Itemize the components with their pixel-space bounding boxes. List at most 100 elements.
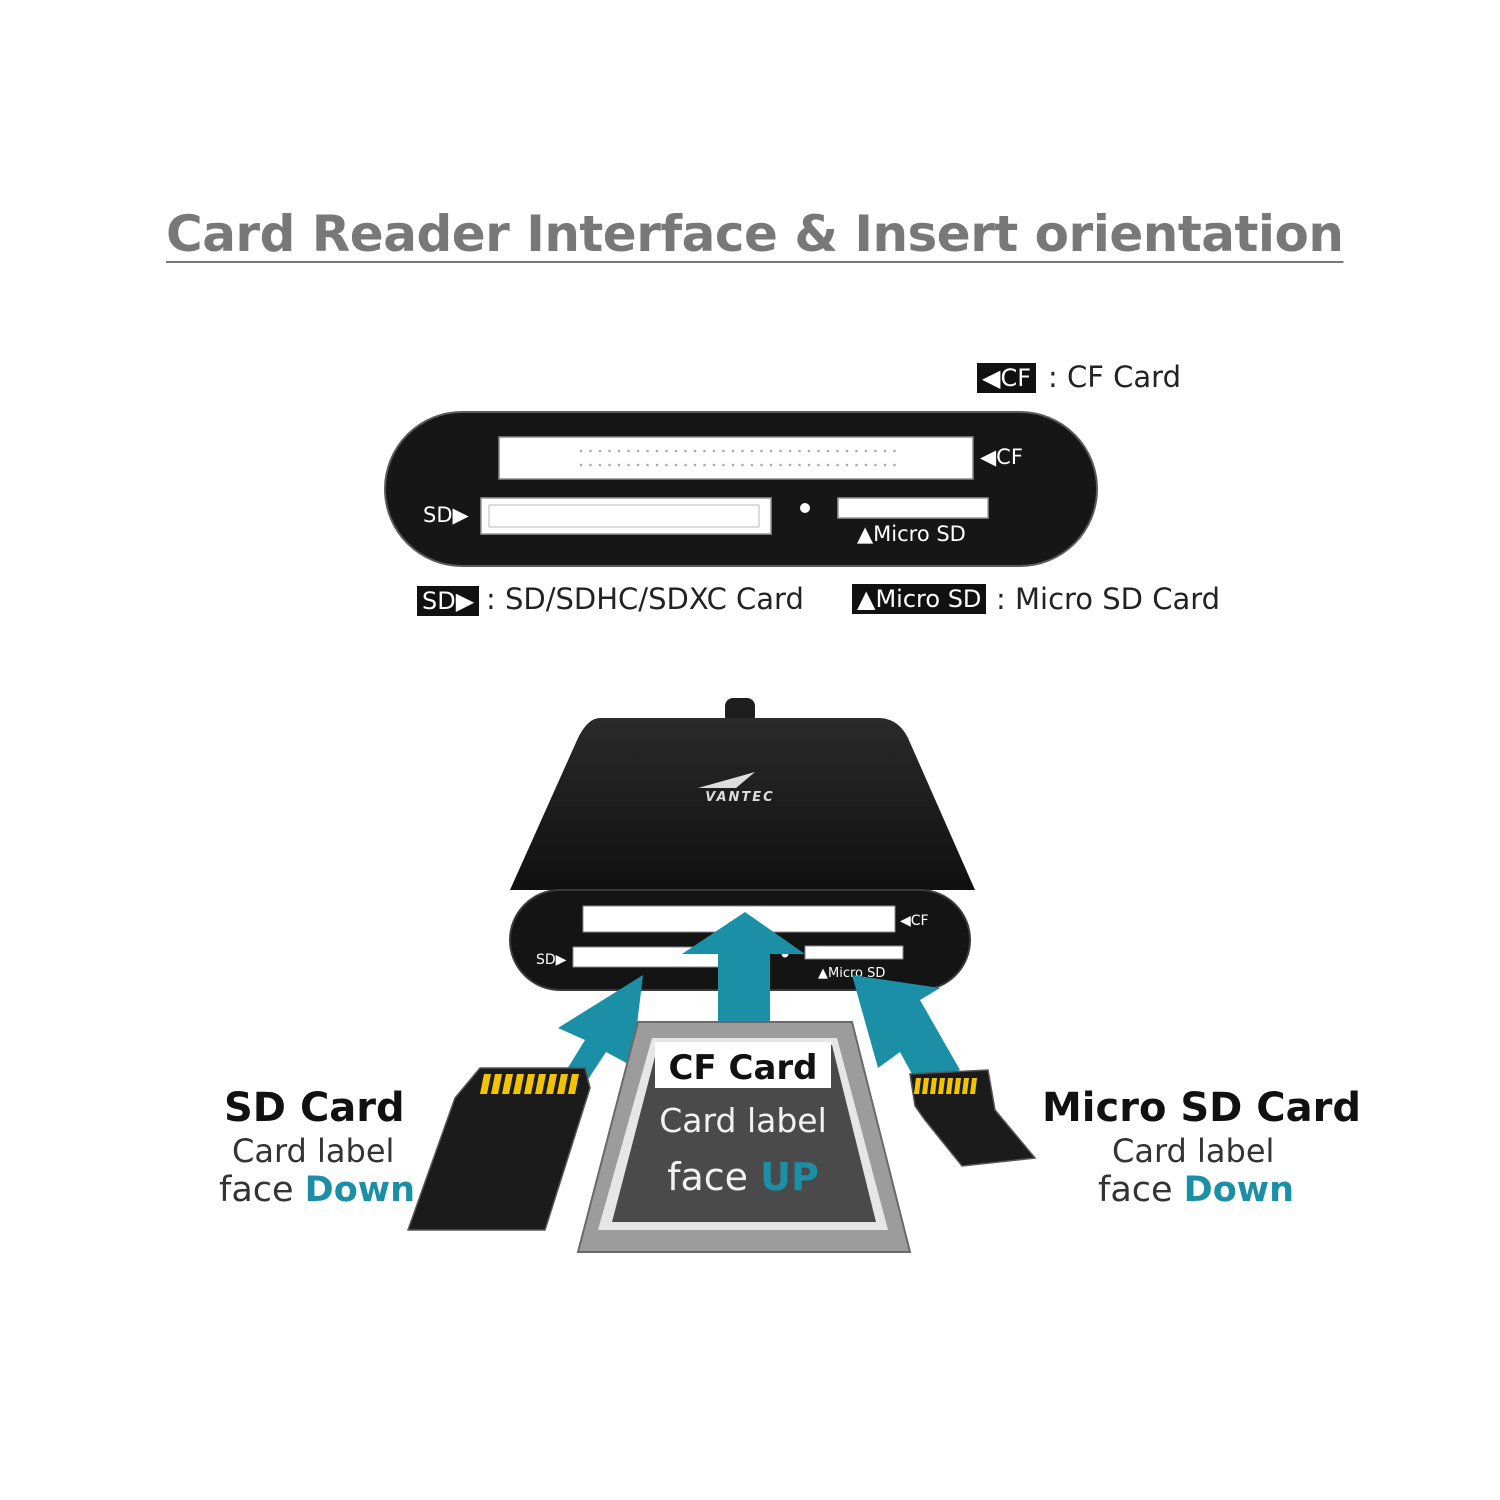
cf-pin (655, 463, 659, 467)
triangle-right-icon: ▶ (452, 503, 469, 527)
cf-slot (498, 436, 974, 480)
cf-pin (579, 449, 583, 453)
cf-pin (845, 463, 849, 467)
cf-pin (798, 463, 801, 467)
legend-micro-desc: : Micro SD Card (996, 582, 1220, 616)
legend-separator: : (996, 582, 1006, 616)
cf-pin (627, 463, 630, 467)
micro-sd-card-title: Micro SD Card (1042, 1085, 1362, 1131)
cf-pin (665, 449, 668, 453)
cf-pin (741, 449, 744, 453)
cf-pin (598, 449, 602, 453)
cf-pin (845, 449, 849, 453)
legend-sd-text: SD/SDHC/SDXC Card (505, 582, 804, 616)
cf-pin (712, 449, 716, 453)
cf-pin (817, 463, 820, 467)
cf-pin (646, 463, 649, 467)
cf-pin (731, 463, 735, 467)
triangle-left-icon: ◀ (980, 445, 997, 469)
sd-card-contacts (480, 1074, 579, 1094)
cf-pin (750, 449, 754, 453)
cf-pin (627, 449, 630, 453)
triangle-up-icon: ▲ (857, 522, 874, 546)
cf-pin (741, 463, 744, 467)
legend-micro-tag: ▲Micro SD (852, 584, 987, 614)
cf-pin (589, 449, 592, 453)
sd-contact (513, 1074, 524, 1094)
cf-pin (722, 449, 725, 453)
cf-pin (617, 449, 621, 453)
cf-pin (836, 449, 839, 453)
triangle-right-icon: ▶ (556, 952, 567, 968)
cf-pin (883, 463, 887, 467)
cf-card-title: CF Card (668, 1048, 817, 1088)
cf-pin (722, 463, 725, 467)
legend-separator: : (486, 582, 496, 616)
cf-card-line2: face UP (667, 1155, 819, 1199)
cf-pin (874, 463, 877, 467)
cf-pin (646, 449, 649, 453)
cf-pin (617, 463, 621, 467)
cf-pin (817, 449, 820, 453)
triangle-right-icon: ▶ (455, 587, 475, 615)
sd-slot-inner (488, 504, 760, 528)
cf-pin (883, 449, 887, 453)
cf-pin (893, 463, 896, 467)
device-cf-label: ◀CF (900, 913, 929, 929)
sd-contact (535, 1074, 546, 1094)
sd-card-line2-accent: Down (304, 1170, 416, 1210)
cf-pin (760, 463, 763, 467)
device-sd-label: SD▶ (536, 952, 567, 968)
micro-sd-contacts (914, 1078, 977, 1094)
sd-contact (491, 1074, 502, 1094)
device-sd-label-text: SD (536, 952, 556, 968)
cf-pin (779, 463, 782, 467)
legend-cf-tag: ◀CF (977, 363, 1037, 393)
cf-card-header (655, 1042, 831, 1088)
cf-pin (826, 463, 830, 467)
cf-pin (731, 449, 735, 453)
device-brand: VANTEC (705, 790, 774, 805)
device-micro-label-text: Micro SD (828, 966, 885, 981)
triangle-up-icon: ▲ (818, 966, 828, 981)
vantec-logo-mark (698, 772, 755, 788)
front-cf-label-text: CF (996, 445, 1023, 469)
sd-card-title: SD Card (224, 1085, 405, 1131)
cf-card-line1: Card label (659, 1101, 827, 1140)
micro-sd-contact (954, 1078, 961, 1094)
legend-separator: : (1048, 360, 1058, 394)
micro-sd-card-line2-accent: Down (1183, 1170, 1295, 1210)
front-panel-diagram (384, 411, 1098, 567)
cf-pin (674, 449, 678, 453)
cf-pin (893, 449, 896, 453)
page-title: Card Reader Interface & Insert orientati… (166, 205, 1344, 263)
cf-pin (693, 449, 697, 453)
legend-sd-tag-label: SD (422, 587, 456, 615)
cf-pin (608, 463, 611, 467)
cf-pin (703, 463, 706, 467)
usb-cable-stub (725, 698, 755, 724)
cf-pin (665, 463, 668, 467)
cf-pin (750, 463, 754, 467)
cf-pin (788, 463, 792, 467)
legend-micro-text: Micro SD Card (1015, 582, 1221, 616)
micro-sd-contact (946, 1078, 953, 1094)
device-cf-label-text: CF (911, 913, 929, 929)
cf-slot-pins (579, 449, 896, 467)
sd-card-line2-prefix: face (219, 1170, 305, 1210)
cf-pin (864, 449, 868, 453)
triangle-left-icon: ◀ (982, 364, 1001, 392)
vantec-logo: VANTEC (698, 772, 774, 805)
cf-pin (598, 463, 602, 467)
legend-sd-desc: : SD/SDHC/SDXC Card (486, 582, 804, 616)
cf-pin (798, 449, 801, 453)
micro-sd-contact (962, 1078, 969, 1094)
sd-contact (480, 1074, 491, 1094)
micro-sd-contact (914, 1078, 921, 1094)
cf-pin (779, 449, 782, 453)
cf-pin (579, 463, 583, 467)
sd-card-line2: face Down (219, 1170, 415, 1210)
cf-pin (589, 463, 592, 467)
cf-pin (864, 463, 868, 467)
cf-pin (608, 449, 611, 453)
